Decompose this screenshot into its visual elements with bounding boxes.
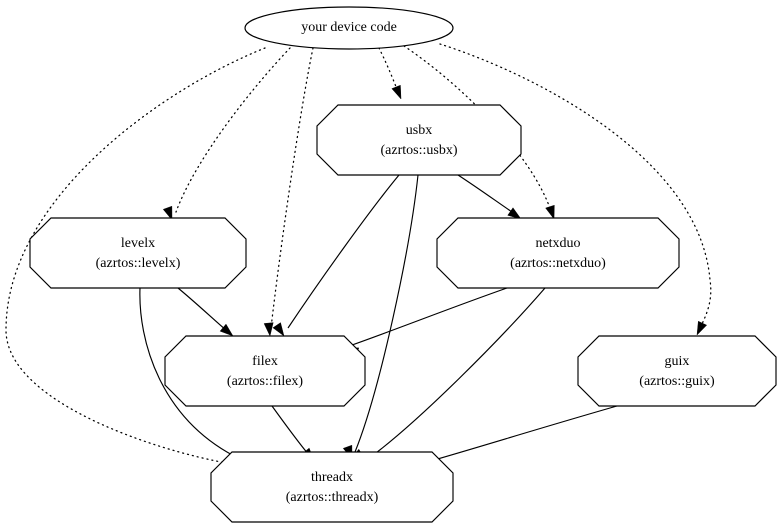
arrow-head [545,204,555,220]
node-label-namespace: (azrtos::usbx) [381,143,458,158]
edge-line [177,287,228,332]
node-label-name: guix [665,354,690,369]
edge-line [351,287,508,346]
edge-usbx-to-netxduo [457,174,522,220]
arrow-head [272,322,285,337]
arrow-head [219,323,234,337]
node-device[interactable]: your device code [244,6,454,50]
node-octagon [210,451,454,523]
edge-line [403,45,552,212]
node-ellipse [244,6,454,50]
edge-device-to-filex [263,47,314,337]
node-octagon [164,335,366,407]
node-label-name: levelx [121,236,155,251]
edge-line [439,43,712,329]
edge-device-to-usbx [378,47,402,100]
node-label-name: threadx [311,470,353,485]
node-octagon [577,335,777,407]
node-octagon [436,217,680,289]
arrow-head [696,320,708,336]
node-label-namespace: (azrtos::netxduo) [510,256,606,271]
edge-line [287,174,400,329]
edge-device-to-guix [439,43,712,336]
node-layer: your device codeusbx(azrtos::usbx)levelx… [29,6,777,523]
node-guix[interactable]: guix(azrtos::guix) [577,335,777,407]
node-label-namespace: (azrtos::guix) [639,374,715,389]
node-label-namespace: (azrtos::levelx) [96,256,181,271]
edge-device-to-levelx [162,47,291,221]
node-octagon [316,104,522,176]
node-octagon [29,217,247,289]
node-netxduo[interactable]: netxduo(azrtos::netxduo) [436,217,680,289]
node-filex[interactable]: filex(azrtos::filex) [164,335,366,407]
arrow-head [263,322,274,337]
arrow-head [507,207,522,220]
node-levelx[interactable]: levelx(azrtos::levelx) [29,217,247,289]
node-label-name: your device code [301,20,397,35]
node-label-namespace: (azrtos::threadx) [286,490,379,505]
node-label-name: netxduo [535,236,580,251]
node-label-name: filex [252,354,278,369]
edge-line [371,287,546,457]
node-label-namespace: (azrtos::filex) [227,374,304,389]
node-usbx[interactable]: usbx(azrtos::usbx) [316,104,522,176]
node-threadx[interactable]: threadx(azrtos::threadx) [210,451,454,523]
edge-usbx-to-filex [272,174,400,337]
arrow-head [162,205,173,221]
edge-line [139,287,241,460]
node-label-name: usbx [406,123,432,138]
edge-levelx-to-filex [177,287,234,337]
edge-device-to-netxduo [403,45,555,220]
edge-line [354,174,419,453]
arrow-head [391,84,402,100]
edge-line [270,47,314,329]
